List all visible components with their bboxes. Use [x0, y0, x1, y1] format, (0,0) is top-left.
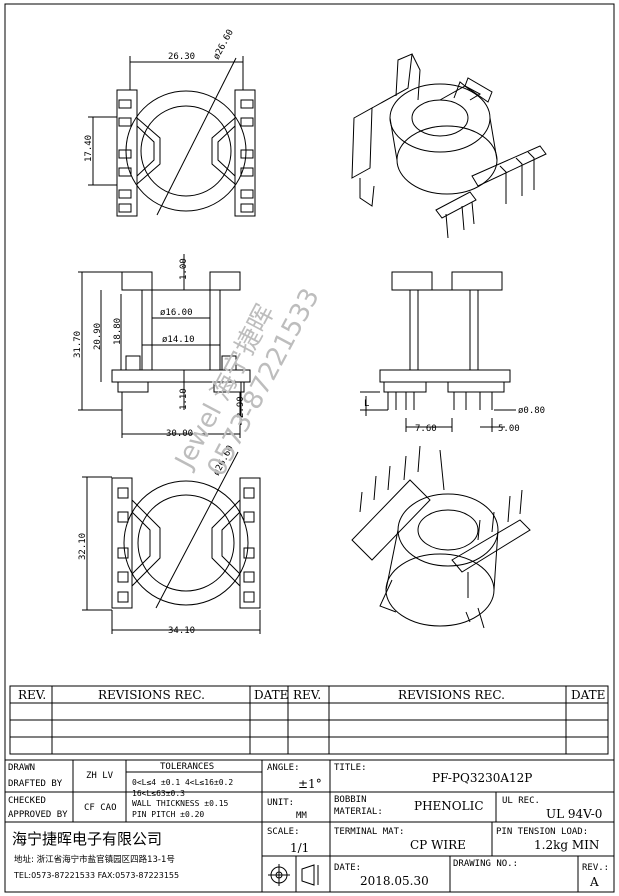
revisions-rec-header-left: REVISIONS REC. — [98, 688, 205, 702]
tol-line3: WALL THICKNESS ±0.15 — [132, 799, 229, 808]
dim-front-pin-offset: 2.90 — [236, 396, 246, 418]
terminal-mat-label: TERMINAL MAT: — [334, 827, 404, 837]
tol-line1: 0<L≤4 ±0.1 4<L≤16±0.2 — [132, 778, 233, 787]
unit-label: UNIT: — [267, 798, 294, 808]
dim-side-pin-l: L — [364, 399, 369, 409]
iso-view-bottom — [351, 445, 531, 629]
title-block-grid — [4, 759, 615, 893]
title-label: TITLE: — [334, 763, 367, 773]
sheet-border — [4, 3, 615, 893]
ul-value: UL 94V-0 — [546, 807, 602, 821]
dim-top-diameter: ø26.60 — [212, 28, 236, 61]
side-view: L ø0.80 7.60 5.00 — [360, 271, 545, 434]
scale-value: 1/1 — [290, 841, 309, 855]
dim-front-height-inner2: 18.80 — [113, 318, 123, 345]
company-contact: TEL:0573-87221533 FAX:0573-87223155 — [13, 871, 179, 880]
front-view: 31.70 20.90 18.80 1.00 ø16.00 ø14.10 1.1… — [73, 254, 251, 439]
tol-line2: 16<L≤63±0.3 — [132, 789, 185, 798]
angle-label: ANGLE: — [267, 763, 300, 773]
tol-line4: PIN PITCH ±0.20 — [132, 810, 204, 819]
revisions-rec-header-right: REVISIONS REC. — [398, 688, 505, 702]
pin-tension-label: PIN TENSION LOAD: — [496, 827, 588, 837]
bobbin-material-value: PHENOLIC — [414, 799, 484, 813]
checked-label: CHECKED — [8, 796, 46, 806]
dim-front-dia-inner: ø14.10 — [162, 335, 195, 345]
material-label: MATERIAL: — [334, 807, 383, 817]
revisions-table — [9, 685, 609, 755]
rev-header-left: REV. — [18, 688, 46, 702]
rev-header-right: REV. — [293, 688, 321, 702]
drafted-by: ZH LV — [86, 771, 114, 781]
bottom-view: ø26.60 32.10 34.10 — [78, 444, 261, 636]
date-label: DATE: — [334, 863, 361, 873]
company-name: 海宁捷晖电子有限公司 — [12, 830, 162, 848]
dim-side-pitch-b: 5.00 — [498, 424, 520, 434]
date-value: 2018.05.30 — [360, 874, 429, 888]
approved-label: APPROVED BY — [8, 810, 68, 820]
dim-front-height-total: 31.70 — [73, 331, 83, 358]
dim-front-width: 30.00 — [166, 429, 193, 439]
date-header-left: DATE — [254, 688, 288, 702]
dim-bottom-width: 34.10 — [168, 626, 195, 636]
drawing-no-label: DRAWING NO.: — [453, 859, 518, 869]
dim-side-pitch-a: 7.60 — [415, 424, 437, 434]
drafted-label: DRAFTED BY — [8, 779, 63, 789]
iso-view-top — [351, 53, 547, 239]
title-block-text: DRAWN DRAFTED BY ZH LV CHECKED APPROVED … — [8, 762, 609, 889]
date-header-right: DATE — [571, 688, 605, 702]
rev-label: REV.: — [582, 863, 609, 873]
pin-tension-value: 1.2kg MIN — [534, 838, 599, 852]
ul-rec-label: UL REC. — [502, 796, 540, 806]
dim-front-top-gap: 1.00 — [179, 258, 189, 280]
drawn-label: DRAWN — [8, 763, 35, 773]
dim-side-pin-dia: ø0.80 — [518, 406, 545, 416]
top-view: 26.30 ø26.60 17.40 — [84, 28, 256, 217]
scale-label: SCALE: — [267, 827, 300, 837]
dim-top-width: 26.30 — [168, 52, 195, 62]
dim-front-dia-outer: ø16.00 — [160, 308, 193, 318]
title-value: PF-PQ3230A12P — [432, 771, 532, 785]
angle-value: ±1° — [298, 777, 322, 791]
terminal-mat-value: CP WIRE — [410, 838, 466, 852]
unit-value: MM — [296, 811, 307, 821]
bobbin-label: BOBBIN — [334, 795, 367, 805]
rev-value: A — [589, 875, 599, 889]
approved-by: CF CAO — [84, 803, 117, 813]
dim-front-height-inner1: 20.90 — [93, 323, 103, 350]
dim-front-flange: 1.10 — [179, 388, 189, 410]
dim-top-height: 17.40 — [84, 135, 94, 162]
dim-bottom-height: 32.10 — [78, 533, 88, 560]
revisions-headers: REV. REVISIONS REC. DATE REV. REVISIONS … — [18, 688, 605, 702]
company-address: 地址: 浙江省海宁市盐官镇园区四路13-1号 — [14, 854, 175, 865]
tolerances-label: TOLERANCES — [160, 762, 214, 772]
